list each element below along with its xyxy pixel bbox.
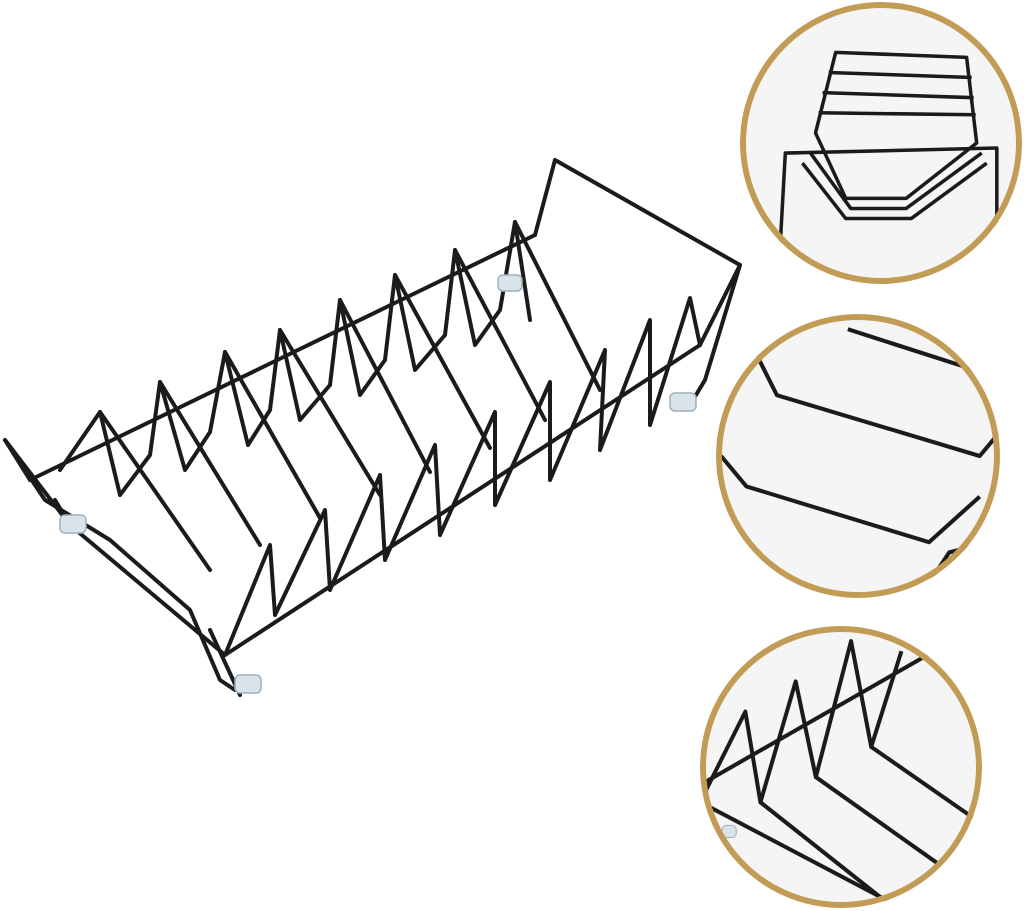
foot-right (669, 392, 697, 412)
foot-left (59, 514, 87, 534)
right-end-frame (533, 158, 742, 407)
front-rail (223, 343, 702, 657)
foot-front (234, 674, 262, 694)
foot-back (497, 274, 523, 292)
detail-slot-dividers (700, 626, 982, 908)
dish-rack-photo (3, 158, 742, 697)
detail-wire-bend (716, 314, 1000, 598)
detail-end-view (740, 2, 1022, 284)
back-dividers (58, 220, 532, 497)
front-dividers (223, 296, 702, 657)
